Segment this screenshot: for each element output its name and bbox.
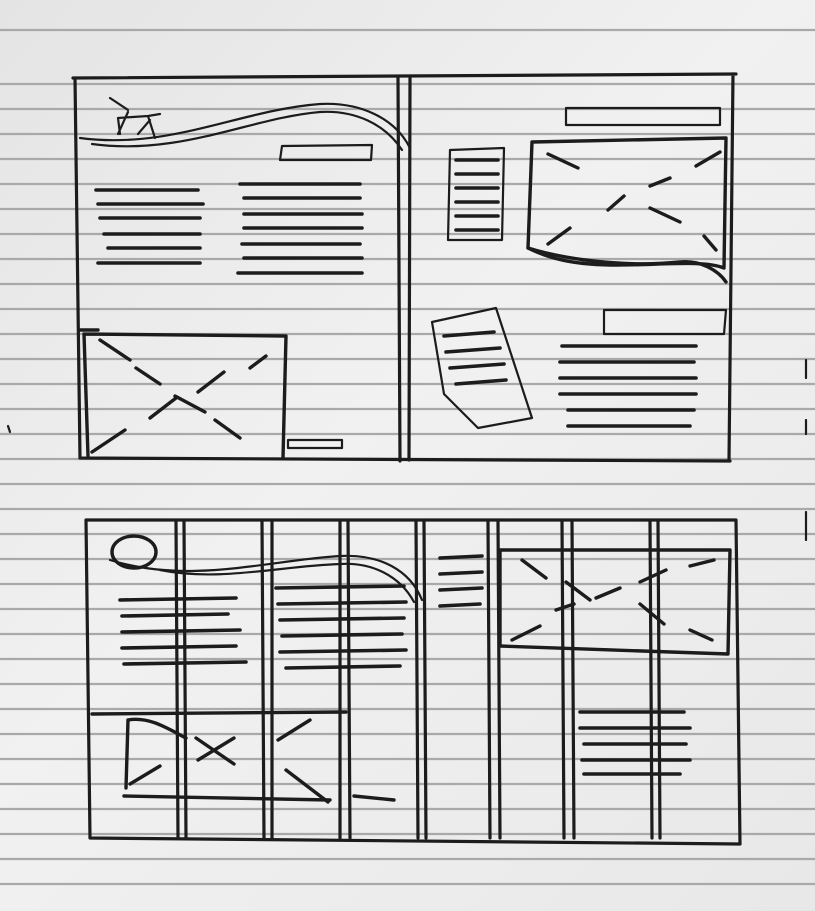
headline-bar-right-mid xyxy=(604,310,726,334)
top-spread-frame xyxy=(73,74,736,461)
text-card-lines xyxy=(456,160,498,230)
text-block-bottom-right-small xyxy=(440,556,482,606)
text-block-bottom-right xyxy=(580,712,690,774)
masthead-swoosh-bottom xyxy=(110,556,422,600)
headline-bar-right-top xyxy=(566,108,720,125)
bottom-spread xyxy=(86,520,740,844)
image-placeholder-bottom-left xyxy=(80,330,286,458)
headline-bar xyxy=(280,145,372,160)
text-block-left xyxy=(96,190,203,263)
margin-marks xyxy=(8,360,806,540)
logo-mark-icon xyxy=(110,98,160,138)
top-spread xyxy=(73,74,736,461)
caption-bar xyxy=(288,440,342,448)
top-spread-gutter xyxy=(398,78,410,461)
grid-columns xyxy=(176,522,660,838)
image-placeholder-bottom-spread-right xyxy=(500,550,730,654)
text-block-center xyxy=(238,184,362,273)
